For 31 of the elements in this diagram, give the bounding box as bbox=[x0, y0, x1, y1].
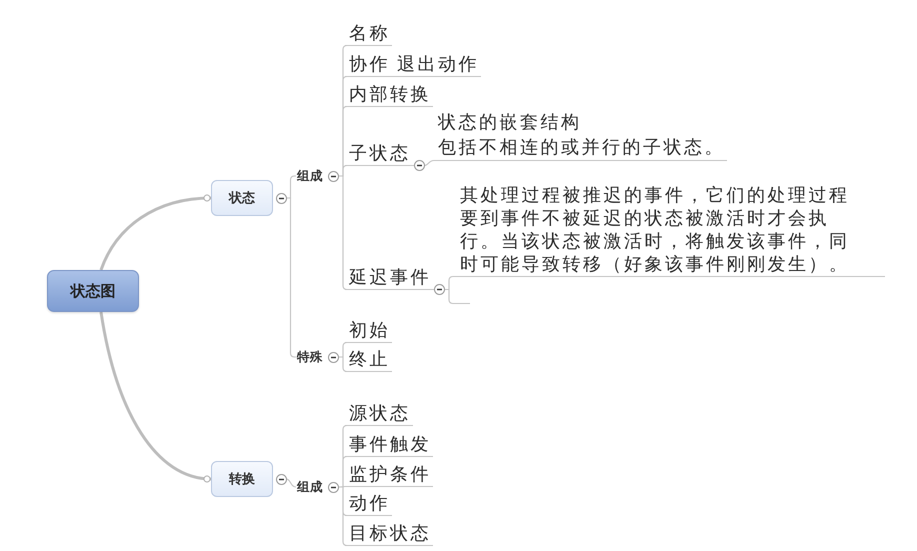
subtopic-text: 包括不相连的或并行的子状态。 bbox=[438, 136, 725, 159]
central-topic-box: 状态图 bbox=[47, 270, 139, 312]
subtopic-item: 监护条件 bbox=[345, 463, 433, 487]
subtopic-item: 其处理过程被推迟的事件，它们的处理过程要到事件不被延迟的状态被激活时才会执行。当该状态被激活时，将触发该事件，同时可能导致转移（好象该事件刚刚发生）。 bbox=[456, 184, 885, 277]
branch-label: 特殊 bbox=[296, 349, 323, 365]
branch-label: 组成 bbox=[296, 168, 323, 184]
subtopic-item: 协作 退出动作 bbox=[345, 53, 481, 77]
connector-line bbox=[339, 486, 348, 546]
subtopic-item bbox=[434, 110, 727, 161]
subtopic-text: 子状态 bbox=[349, 142, 410, 165]
subtopic-item: 事件触发 bbox=[345, 433, 433, 457]
subtopic-item: 源状态 bbox=[345, 402, 412, 426]
branch-label: 组成 bbox=[296, 479, 323, 495]
connector-line bbox=[339, 175, 348, 290]
subtopic-text: 延迟事件 bbox=[349, 266, 431, 289]
connector-line bbox=[339, 356, 348, 372]
connector-curve bbox=[100, 312, 212, 482]
subtopic-item: 内部转换 bbox=[345, 83, 433, 107]
subtopic-item: 名称 bbox=[345, 22, 392, 46]
main-topic-box: 转换 bbox=[211, 461, 273, 497]
connector-line bbox=[445, 288, 456, 304]
subtopic-text: 状态的嵌套结构 bbox=[438, 111, 582, 134]
subtopic-item: 初始 bbox=[345, 319, 392, 343]
subtopic-item: 动作 bbox=[345, 492, 392, 516]
connector-line bbox=[286, 478, 296, 488]
main-topic-box: 状态 bbox=[211, 180, 273, 216]
subtopic-item: 终止 bbox=[345, 348, 392, 372]
empty-topic-line bbox=[456, 303, 470, 304]
connector-line bbox=[424, 160, 434, 166]
connector-curve bbox=[100, 194, 212, 271]
subtopic-item: 目标状态 bbox=[345, 522, 433, 546]
